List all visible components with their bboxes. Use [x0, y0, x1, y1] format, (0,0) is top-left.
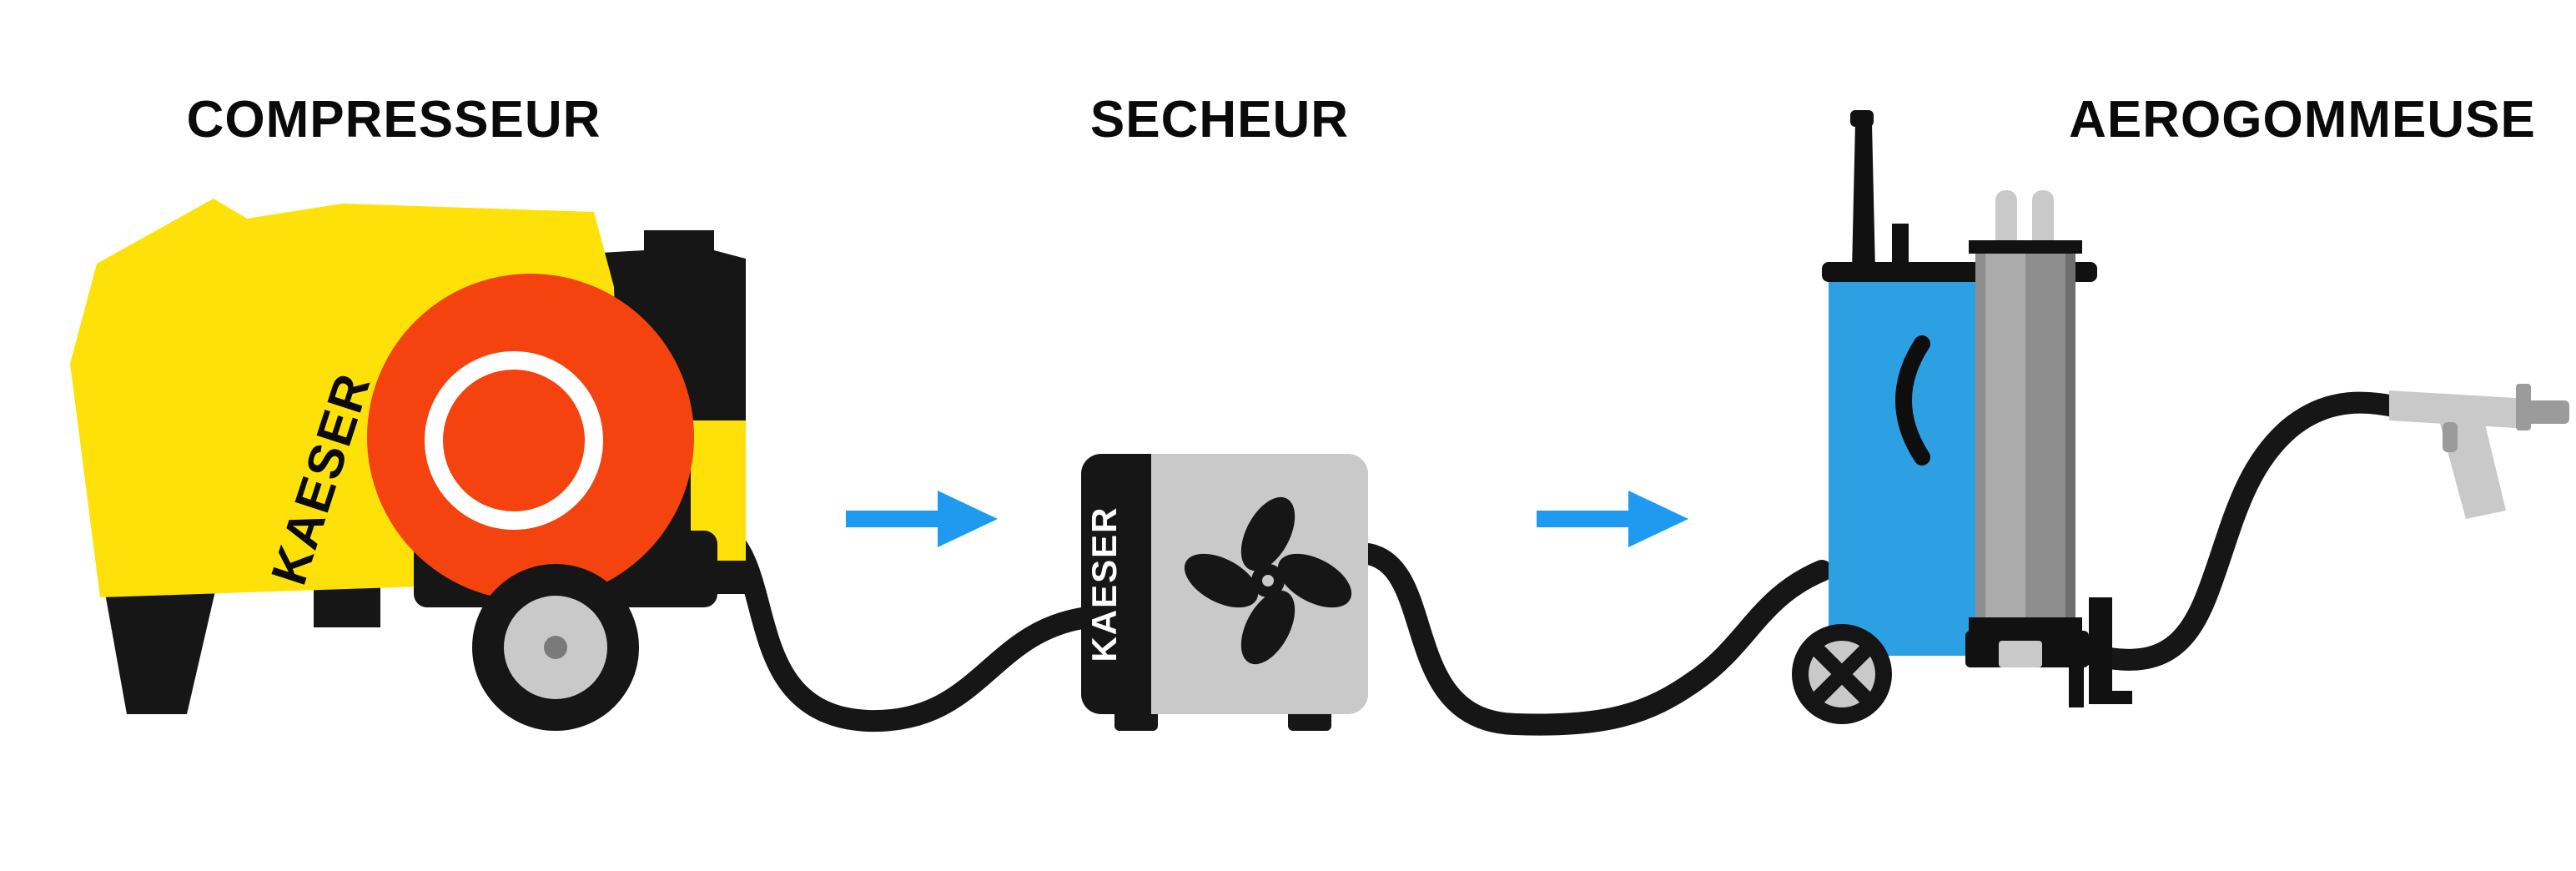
blaster-body [1829, 282, 1975, 656]
blaster-top-tube-1 [1995, 190, 2017, 254]
compressor-foot-mid [314, 584, 380, 627]
blaster-wheel-hub [1832, 664, 1852, 684]
blaster-tank-shade [2065, 247, 2075, 637]
label-secheur: SECHEUR [1090, 91, 1349, 149]
compressor-motor-ring [425, 351, 603, 530]
compressor-motor [367, 274, 694, 601]
hose-dryer-to-blaster [1357, 543, 1833, 736]
flow-arrow-2 [1537, 491, 1688, 547]
hose-blaster-to-gun [2078, 391, 2417, 671]
blaster-rear-bracket [2089, 597, 2132, 704]
blaster-tank-bottom-band [1969, 617, 2082, 631]
blaster-wheel [1792, 624, 1892, 724]
blaster-tank-top-band [1969, 240, 2082, 254]
hose-compressor-to-dryer [698, 515, 1099, 733]
blaster-rear-leg [2069, 634, 2084, 707]
fan-blade [1240, 496, 1296, 571]
fan-blade [1184, 553, 1259, 608]
compressor: KAESER [70, 199, 746, 731]
blaster-body-handle-mark [1895, 335, 1930, 466]
compressor-wheel-hub [544, 636, 567, 659]
dryer-fan-icon [1184, 496, 1352, 665]
compressor-foot-left [103, 584, 217, 714]
flow-arrow-2-head [1628, 491, 1688, 547]
blaster-valve-box [1999, 641, 2042, 667]
blaster-antenna-tip [1850, 110, 1874, 127]
spray-gun-barrel [2389, 390, 2529, 429]
flow-arrow-1-head [938, 491, 998, 547]
fan-hub-dot [1262, 575, 1274, 587]
spray-gun [2389, 384, 2569, 519]
label-aerogommeuse: AEROGOMMEUSE [2069, 91, 2536, 149]
compressor-wheel [472, 564, 639, 731]
blaster-antenna-bracket [1892, 224, 1909, 274]
dryer-side-panel [1081, 454, 1151, 714]
spray-gun-trigger [2443, 422, 2458, 452]
blaster-antenna [1852, 123, 1875, 270]
flow-arrow-1 [846, 491, 998, 547]
blaster [1792, 110, 2132, 724]
blaster-top-tube-2 [2032, 190, 2054, 254]
spray-gun-sight [2516, 384, 2531, 430]
fan-blade [1277, 553, 1352, 608]
spray-gun-nozzle [2526, 400, 2569, 424]
dryer-brand-text: KAESER [1084, 506, 1124, 662]
blaster-tank-highlight [1985, 247, 2025, 637]
dryer: KAESER [1081, 454, 1368, 731]
fan-blade [1240, 590, 1296, 665]
label-compresseur: COMPRESSEUR [187, 91, 601, 149]
